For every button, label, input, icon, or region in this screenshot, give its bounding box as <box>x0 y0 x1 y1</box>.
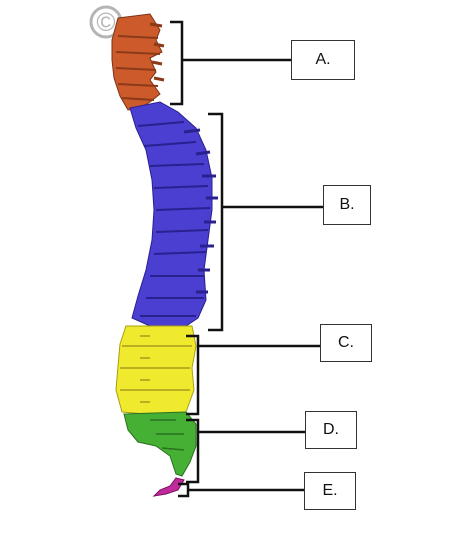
label-box-e[interactable]: E. <box>304 472 356 510</box>
label-c-text: C. <box>338 334 354 351</box>
label-a-text: A. <box>315 51 331 68</box>
coccyx <box>152 477 185 497</box>
bracket-d <box>186 418 305 484</box>
watermark-text: © <box>96 7 115 37</box>
sacrum <box>123 411 197 477</box>
label-d-text: D. <box>323 421 339 438</box>
label-box-b[interactable]: B. <box>323 185 371 225</box>
bracket-a <box>170 20 291 106</box>
label-box-a[interactable]: A. <box>291 40 355 80</box>
bracket-e <box>178 482 304 498</box>
label-box-c[interactable]: C. <box>320 324 372 362</box>
thoracic-vertebrae <box>129 101 218 327</box>
label-box-d[interactable]: D. <box>305 411 357 449</box>
cervical-vertebrae <box>111 13 165 111</box>
bracket-b <box>208 112 323 332</box>
label-e-text: E. <box>322 482 338 499</box>
bracket-c <box>186 334 320 416</box>
label-b-text: B. <box>339 196 355 213</box>
lumbar-vertebrae <box>115 325 197 417</box>
